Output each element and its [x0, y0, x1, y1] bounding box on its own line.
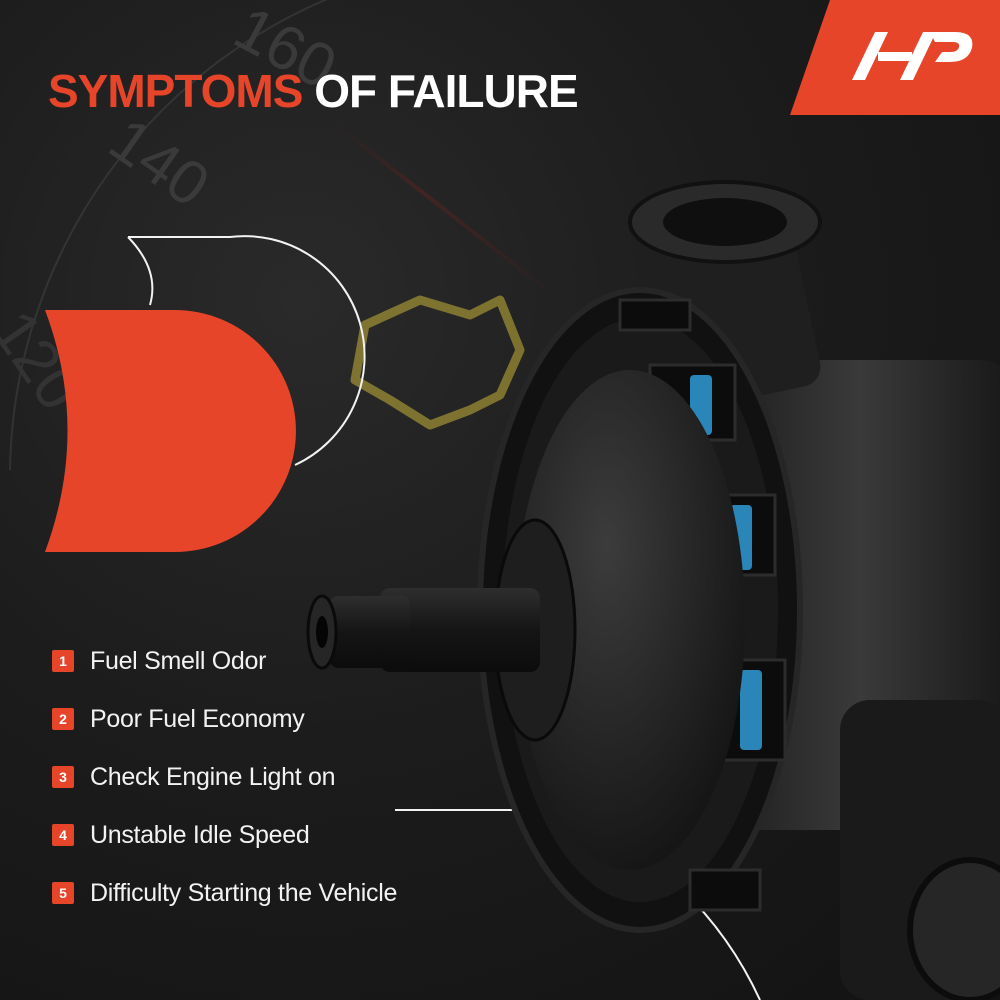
page-title: SYMPTOMS OF FAILURE — [48, 64, 579, 118]
gauge-graphic — [9, 0, 562, 471]
symptom-text: Unstable Idle Speed — [90, 820, 310, 849]
number-badge: 4 — [52, 824, 74, 846]
number-badge: 3 — [52, 766, 74, 788]
symptom-text: Check Engine Light on — [90, 762, 336, 791]
symptom-text: Poor Fuel Economy — [90, 704, 305, 733]
gauge-number-140: 140 — [97, 105, 221, 221]
list-item: 1 Fuel Smell Odor — [52, 632, 397, 690]
number-badge: 5 — [52, 882, 74, 904]
symptom-text: Fuel Smell Odor — [90, 646, 267, 675]
outline-swoosh-top-left — [127, 236, 154, 306]
check-engine-icon — [350, 295, 525, 430]
brand-logo — [790, 0, 1000, 115]
list-item: 4 Unstable Idle Speed — [52, 806, 397, 864]
title-accent: SYMPTOMS — [48, 65, 303, 117]
number-badge: 1 — [52, 650, 74, 672]
symptom-list: 1 Fuel Smell Odor 2 Poor Fuel Economy 3 … — [52, 632, 397, 922]
number-badge: 2 — [52, 708, 74, 730]
list-item: 5 Difficulty Starting the Vehicle — [52, 864, 397, 922]
list-item: 3 Check Engine Light on — [52, 748, 397, 806]
symptom-text: Difficulty Starting the Vehicle — [90, 878, 398, 907]
accent-shape — [45, 310, 296, 552]
list-item: 2 Poor Fuel Economy — [52, 690, 397, 748]
outline-swoosh-top — [128, 235, 366, 466]
product-image — [306, 180, 1000, 1000]
title-rest: OF FAILURE — [314, 65, 578, 117]
